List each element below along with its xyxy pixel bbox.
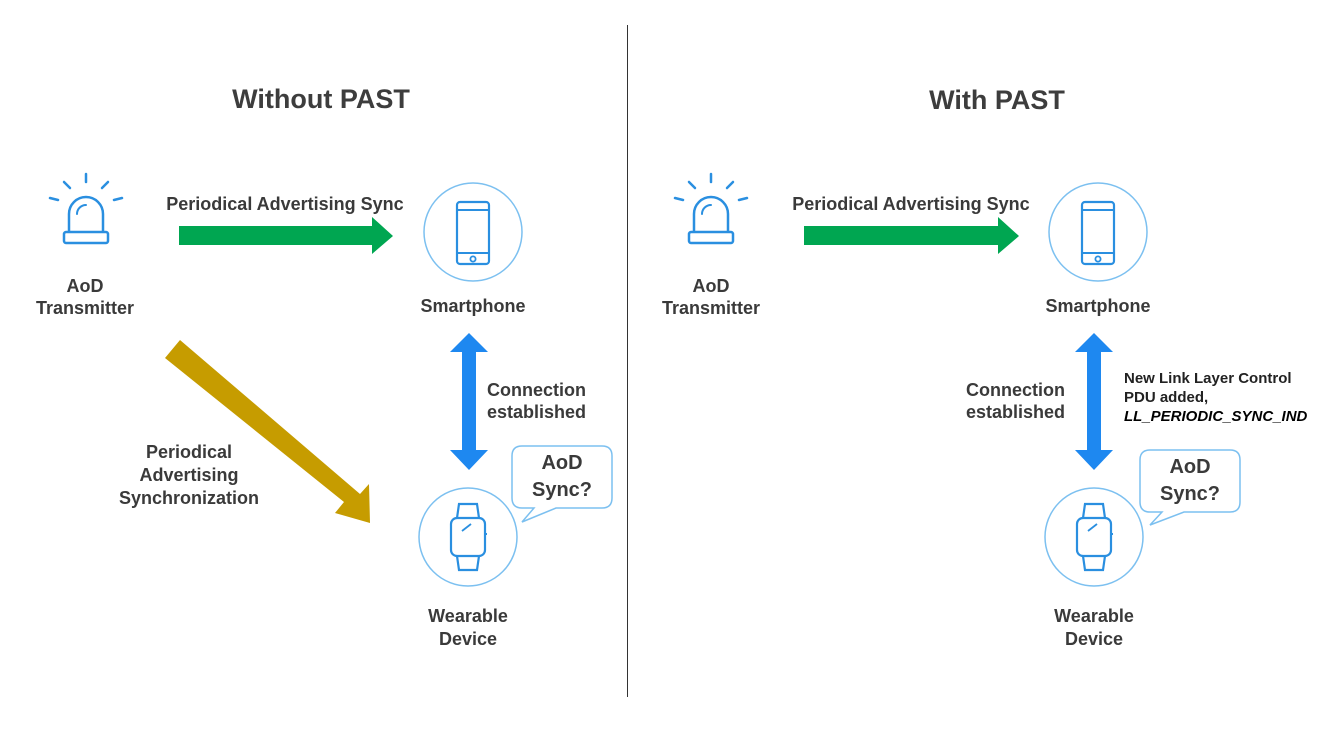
right-transmitter-label: AoD Transmitter	[646, 275, 776, 319]
label-line: established	[966, 402, 1066, 422]
label-line: Periodical	[145, 442, 233, 462]
label-line: AoD	[541, 452, 583, 474]
label-line: Device	[1064, 629, 1124, 649]
pdu-name: LL_PERIODIC_SYNC_IND	[1124, 407, 1329, 426]
right-connection-arrow	[1075, 333, 1113, 470]
label-line: Transmitter	[661, 298, 761, 318]
label-line: Connection	[487, 380, 586, 400]
left-transmitter-label: AoD Transmitter	[20, 275, 150, 319]
right-sync-arrow	[804, 217, 1019, 254]
right-smartphone-circle	[1048, 182, 1148, 282]
label-line: AoD	[692, 276, 730, 296]
right-wearable-circle	[1044, 487, 1144, 587]
right-pdu-note: New Link Layer Control PDU added, LL_PER…	[1124, 369, 1329, 426]
left-diagonal-label: Periodical Advertising Synchronization	[104, 441, 274, 510]
left-diagonal-arrow	[165, 340, 370, 523]
label-line: Device	[438, 629, 498, 649]
label-line: Sync?	[1159, 483, 1221, 505]
left-smartphone-circle	[423, 182, 523, 282]
label-line: Sync?	[531, 479, 593, 501]
right-smartphone-icon	[1080, 200, 1116, 266]
left-wearable-label: Wearable Device	[393, 605, 543, 651]
right-bubble-text: AoD Sync?	[1140, 454, 1240, 508]
right-panel-title: With PAST	[929, 85, 1065, 115]
label-line: Transmitter	[35, 298, 135, 318]
label-line: Wearable	[1054, 606, 1134, 626]
right-sync-arrow-label: Periodical Advertising Sync	[792, 194, 1030, 214]
right-smartphone-label: Smartphone	[1045, 296, 1151, 316]
left-bubble-text: AoD Sync?	[512, 450, 612, 504]
note-line: New Link Layer Control	[1124, 370, 1292, 387]
note-line: PDU added,	[1124, 389, 1209, 406]
label-line: Synchronization	[118, 488, 259, 508]
left-wearable-icon	[449, 502, 489, 572]
label-line: established	[487, 402, 587, 422]
left-panel-title: Without PAST	[232, 84, 410, 114]
pdu-name-text: LL_PERIODIC_SYNC_IND	[1124, 408, 1308, 425]
left-smartphone-label: Smartphone	[420, 296, 526, 316]
right-wearable-icon	[1075, 502, 1115, 572]
label-line: Connection	[966, 380, 1065, 400]
left-connection-label: Connection established	[487, 379, 617, 423]
left-smartphone-icon	[455, 200, 491, 266]
left-sync-arrow-label: Periodical Advertising Sync	[166, 194, 404, 214]
right-speech-bubble	[1139, 449, 1241, 526]
label-line: AoD	[66, 276, 104, 296]
label-line: AoD	[1169, 456, 1211, 478]
right-connection-label: Connection established	[966, 379, 1086, 423]
label-line: Advertising	[139, 465, 239, 485]
label-line: Wearable	[428, 606, 508, 626]
right-transmitter-icon	[673, 172, 749, 245]
left-speech-bubble	[511, 445, 613, 523]
left-sync-arrow	[179, 217, 393, 254]
right-wearable-label: Wearable Device	[1019, 605, 1169, 651]
left-wearable-circle	[418, 487, 518, 587]
left-transmitter-icon	[48, 172, 124, 245]
left-connection-arrow	[450, 333, 488, 470]
panel-divider	[627, 25, 628, 697]
